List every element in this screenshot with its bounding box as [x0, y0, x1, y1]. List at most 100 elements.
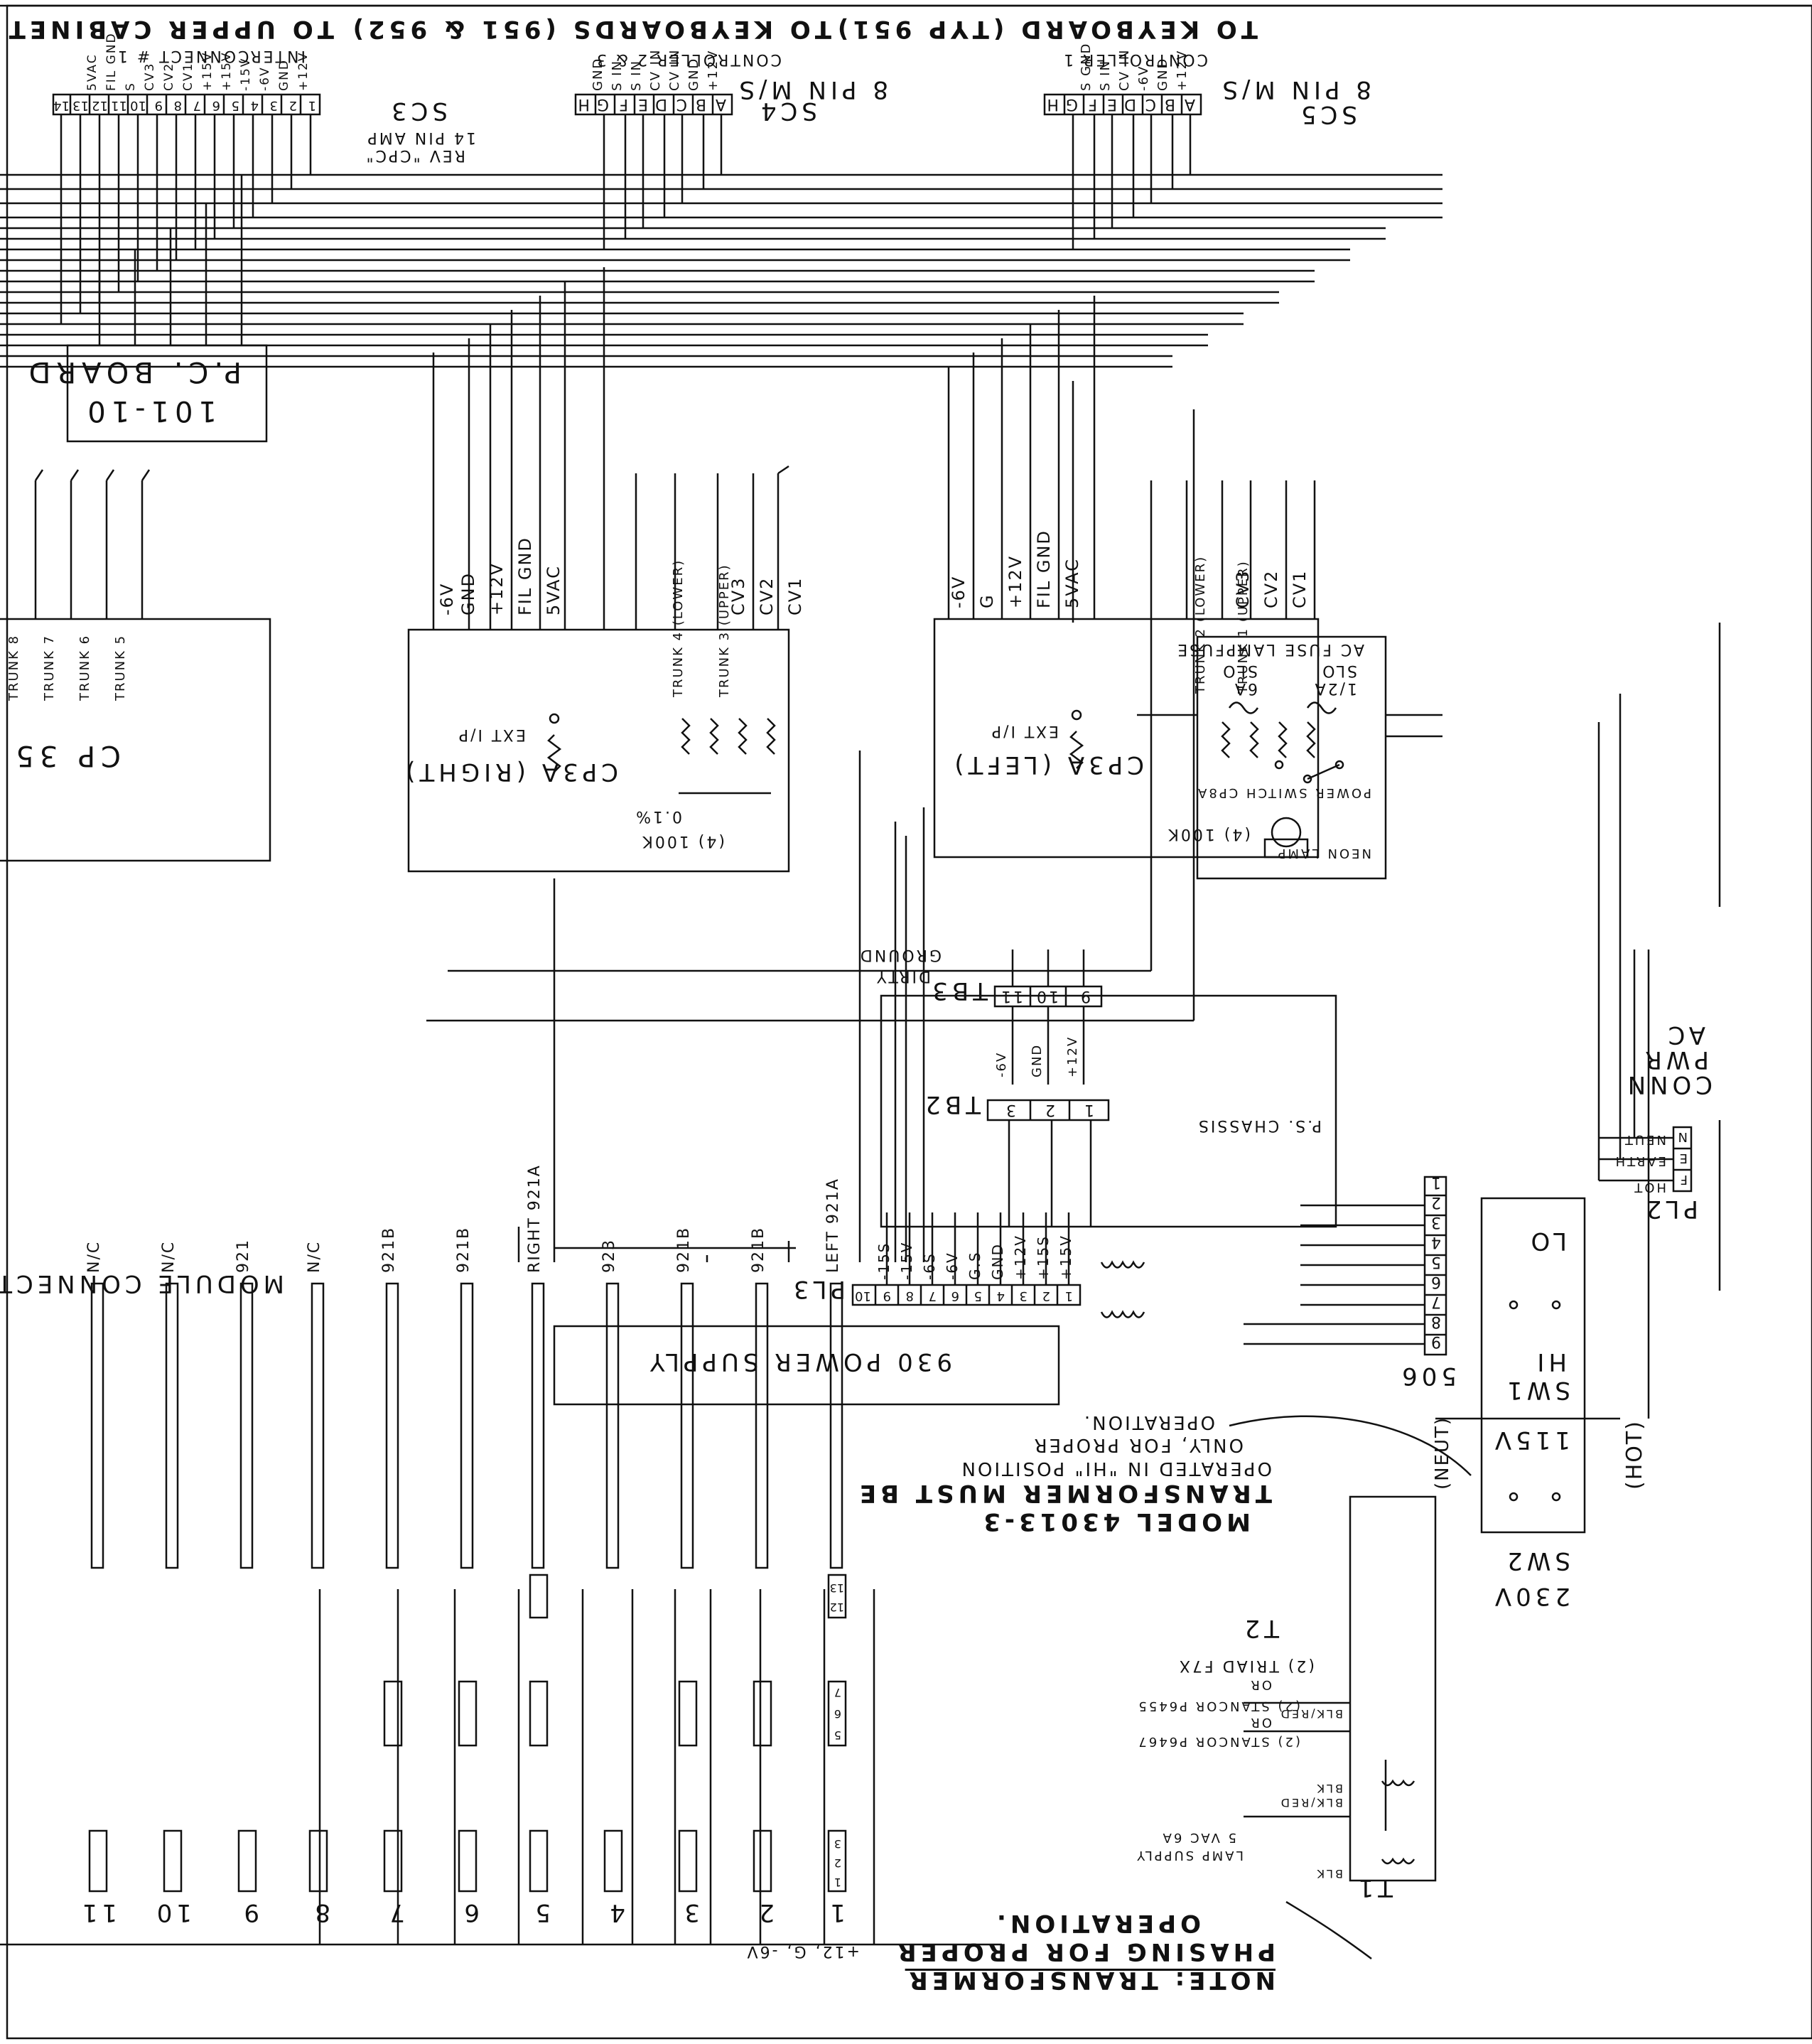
slot-4-type: 923 [600, 1239, 618, 1273]
slot-4-num: 4 [605, 1898, 625, 1927]
ac-pwr-l2: PWR [1641, 1045, 1709, 1074]
slot-2-num: 2 [755, 1898, 775, 1927]
sc5-wire-3: -6V [1136, 65, 1151, 91]
module-connectors-title: MODULE CONNECTORS [0, 1269, 284, 1298]
sw1-lo: LO [1526, 1227, 1568, 1255]
sc3-wire-4: -15V [239, 57, 253, 91]
slot-8-num: 8 [311, 1898, 330, 1927]
slot-1-pin-5: 5 [834, 1728, 841, 1742]
s06-pin-1: 1 [1429, 1173, 1441, 1191]
pl3-id: PL3 [789, 1275, 846, 1303]
sc3-pin-12: 12 [92, 98, 108, 113]
sc3-wire-1: +12V [296, 51, 311, 91]
sw2-230v: 230V [1490, 1582, 1570, 1610]
ac-pwr-neut: NEUT [1622, 1132, 1666, 1147]
slot-5-pins-c [529, 1574, 549, 1619]
cp3a-left-block [933, 618, 1320, 859]
sc5-pin-f: F [1086, 95, 1097, 113]
sc3-wire-8: CV2 [162, 62, 176, 91]
slot-7-type: 921B [380, 1226, 398, 1273]
slot-2-card [755, 1282, 769, 1569]
cp35-trunk-7: TRUNK 7 [42, 634, 57, 701]
cp3a-left-wire-3: +12V [1005, 554, 1025, 608]
slot-11-num: 11 [77, 1898, 117, 1927]
slot-9-card [239, 1282, 254, 1569]
t1-lamp1: LAMP SUPPLY [1135, 1848, 1244, 1863]
sc3-pin-2: 2 [288, 98, 297, 113]
slot-11-card [90, 1282, 104, 1569]
s06-pin-4: 4 [1429, 1233, 1441, 1251]
sc3-wire-3: -6V [258, 66, 272, 91]
cp35-trunk-5: TRUNK 5 [113, 634, 128, 701]
sc5-pin-h: H [1045, 95, 1059, 113]
sc3-wire-2: GND [277, 59, 291, 91]
pl3-wire-6: -6V [944, 1252, 961, 1280]
sc3-wire-6: +15V [200, 51, 215, 91]
s06-pin-9: 9 [1429, 1333, 1441, 1350]
s06-pin-6: 6 [1429, 1273, 1441, 1291]
pc-board-line2: 101-10 [82, 394, 217, 427]
pc-board-line1: P.C. BOARD [23, 355, 242, 388]
pl3-pin-6: 6 [951, 1289, 959, 1303]
ps-chassis-box [880, 994, 1337, 1228]
cp3a-right-wire-4: FIL GND [515, 537, 535, 615]
slot-7-num: 7 [385, 1898, 405, 1927]
slot-6-num: 6 [460, 1898, 480, 1927]
pl3-pin-8: 8 [905, 1289, 914, 1303]
sc5-wire-2: GND [1155, 57, 1170, 91]
pl3-wire-7: -6S [921, 1252, 938, 1280]
sc4-pin-g: G [594, 95, 609, 113]
pl3-pin-10: 10 [855, 1289, 871, 1303]
model-note-line2: TRANSFORMER MUST BE [855, 1479, 1272, 1507]
tb2-id: TB2 [921, 1090, 981, 1119]
sc3-wire-12: 5VAC [85, 53, 99, 91]
slot-10-card [165, 1282, 179, 1569]
slot-1-pin-12: 12 [829, 1601, 844, 1614]
slot-1-pin-7: 7 [834, 1686, 841, 1699]
s06-pin-2: 2 [1429, 1193, 1441, 1211]
pl3-wire-5: G.S [966, 1251, 983, 1280]
tb3-term-9: 9 [1079, 987, 1091, 1005]
cp3a-right-title: CP3A (RIGHT) [401, 758, 618, 786]
s06-pin-7: 7 [1429, 1293, 1441, 1311]
sc3-wire-9: CV3 [143, 62, 157, 91]
phasing-note-line2: PHASING FOR PROPER [893, 1937, 1276, 1966]
ps930-box [553, 1325, 1060, 1406]
s06-pin-8: 8 [1429, 1313, 1441, 1330]
sc4-pin-a: A [713, 95, 726, 113]
sc3-wire-10: S [124, 82, 138, 91]
ac-pwr-l3: CONN [1623, 1070, 1713, 1099]
sc5-pin-e: E [1105, 95, 1117, 113]
slot-4-card [605, 1282, 620, 1569]
sc5-title: TO KEYBOARD (TYP 951) [833, 15, 1258, 43]
t1-lamp2: 5 VAC 6A [1160, 1830, 1236, 1845]
cp35-title: CP 35 [10, 739, 121, 772]
sc3-pin-5: 5 [231, 98, 239, 113]
sc5-wire-1: +12V [1175, 49, 1190, 91]
cp3a-left-wire-2: G [977, 593, 997, 608]
slot-10-type: N/C [160, 1240, 178, 1273]
slot-1-pin-6: 6 [834, 1707, 841, 1721]
pl3-pin-5: 5 [974, 1289, 982, 1303]
sc5-wire-4: CV IN [1117, 48, 1132, 91]
sc5-desc: 8 PIN M/S [1218, 75, 1371, 104]
slot-3-pins [678, 1829, 698, 1893]
model-note-line1: MODEL 43013-3 [979, 1507, 1251, 1536]
slot-4-pins [603, 1829, 623, 1893]
cp3a-left-wire-5: 5VAC [1062, 558, 1082, 608]
sc4-pin-c: C [674, 95, 687, 113]
phasing-note-line1: NOTE: TRANSFORMER [905, 1966, 1276, 1994]
sc3-pin-7: 7 [193, 98, 201, 113]
pl3-pin-3: 3 [1019, 1289, 1028, 1303]
power-switch-label: POWER SWITCH CP8A [1196, 785, 1371, 800]
ground-line2: GROUND [858, 946, 942, 964]
cp35-trunk-6: TRUNK 6 [77, 634, 92, 701]
t1-id: T1 [1354, 1873, 1393, 1902]
cp3a-right-wire-2: GND [458, 571, 478, 615]
sc3-rev: REV "CPC" [364, 146, 465, 164]
sc4-pin-d: D [653, 95, 667, 113]
slot-7-card [385, 1282, 399, 1569]
